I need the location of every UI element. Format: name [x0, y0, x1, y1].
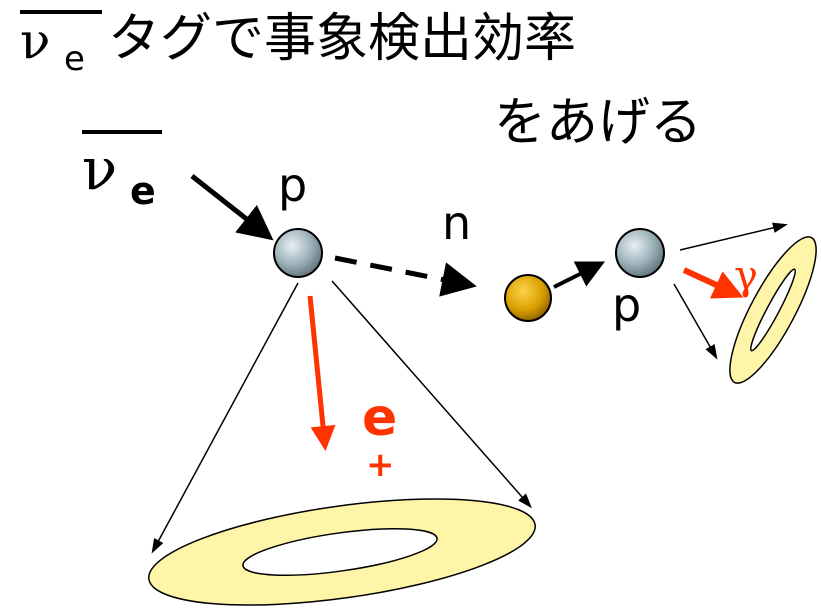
incoming-nu: ν — [82, 135, 118, 203]
positron-ring — [148, 498, 536, 606]
neutron-label: n — [442, 196, 472, 250]
gamma-ring — [729, 236, 817, 384]
neutron — [504, 274, 552, 322]
title-overbar — [20, 10, 102, 14]
title-line-1: タグで事象検出効率 — [108, 9, 577, 69]
incoming-nu-subscript: e — [130, 169, 156, 213]
positron-charge-label: + — [366, 445, 395, 485]
neutron-path-arrow — [334, 255, 477, 297]
gamma-label: γ — [734, 253, 758, 299]
cone-line-left — [151, 282, 299, 554]
proton-label-2: p — [612, 278, 642, 332]
title-nu: ν — [20, 12, 51, 70]
antineutrino-arrow — [190, 174, 274, 241]
positron-label: e — [362, 388, 398, 448]
incoming-antineutrino-label: ν e — [82, 130, 162, 210]
title-antineutrino-symbol: ν e — [20, 10, 102, 76]
gamma-arrow — [682, 267, 744, 299]
cone-line-right — [331, 280, 532, 509]
gamma-cone-line-bottom — [673, 283, 718, 360]
capture-arrow — [553, 261, 606, 289]
proton-2 — [615, 228, 665, 278]
positron-arrow — [307, 295, 336, 451]
incoming-overbar — [82, 130, 162, 134]
gamma-cone-line-top — [679, 222, 788, 251]
proton-1 — [273, 228, 323, 278]
proton-label-1: p — [278, 158, 308, 212]
title-line-2: をあげる — [494, 93, 703, 153]
title-nu-subscript: e — [64, 39, 85, 79]
